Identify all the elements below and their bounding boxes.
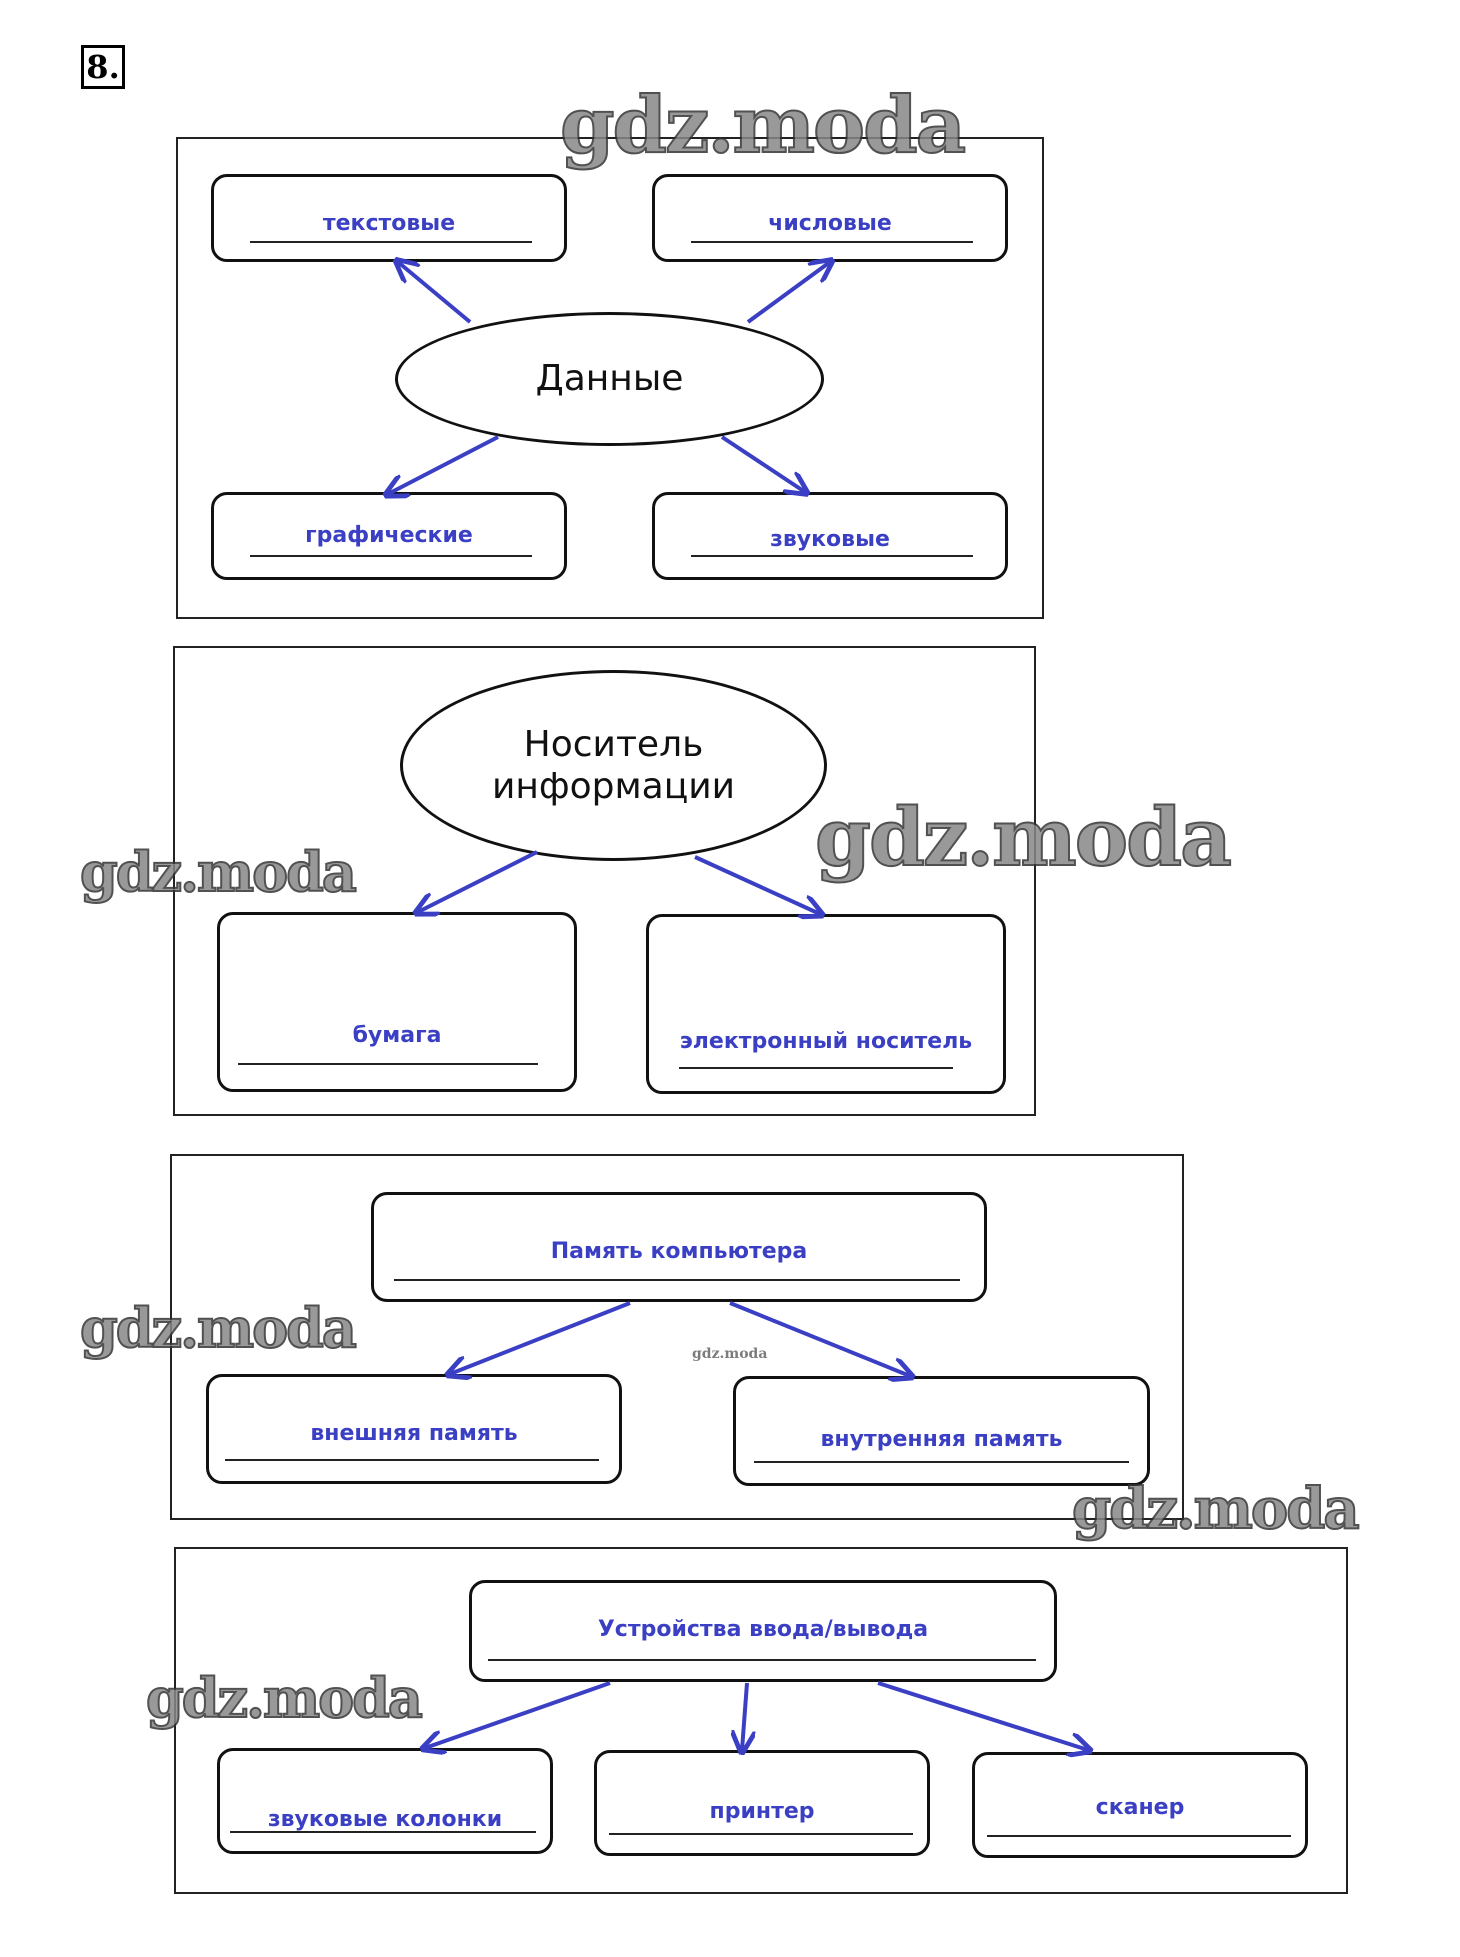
center-label: Носитель информации [491, 724, 736, 807]
answer-box-scanner[interactable]: сканер [972, 1752, 1308, 1858]
watermark: gdz.moda [692, 1346, 768, 1362]
watermark: gdz.moda [79, 1295, 358, 1361]
answer-text: сканер [1095, 1795, 1185, 1820]
exercise-number: 8. [81, 45, 125, 89]
root-text: Память компьютера [550, 1239, 808, 1264]
answer-line [679, 1067, 953, 1069]
watermark: gdz.moda [1071, 1475, 1361, 1543]
arrow-to-scanner [877, 1681, 1088, 1750]
arrow-to-speakers [425, 1681, 611, 1748]
answer-line [230, 1831, 536, 1833]
arrow-to-sound [720, 435, 805, 492]
answer-text: текстовые [322, 211, 456, 236]
answer-line [225, 1459, 599, 1461]
center-label: Данные [535, 358, 684, 400]
arrow-to-numeric [746, 262, 830, 324]
diagram-media-frame [173, 646, 1036, 1116]
answer-text: графические [305, 523, 473, 548]
answer-text: числовые [768, 211, 892, 236]
arrow-to-printer [742, 1682, 747, 1750]
answer-line [754, 1461, 1129, 1463]
answer-box-internal[interactable]: внутренняя память [733, 1376, 1150, 1486]
answer-line [691, 241, 973, 243]
root-box-memory: Память компьютера [371, 1192, 987, 1302]
answer-box-sound[interactable]: звуковые [652, 492, 1008, 580]
arrow-to-graphic [388, 435, 499, 494]
answer-text: внутренняя память [820, 1427, 1063, 1452]
answer-box-paper[interactable]: бумага [217, 912, 577, 1092]
root-text: Устройства ввода/вывода [597, 1617, 929, 1642]
arrow-to-text [398, 262, 472, 324]
diagram-data-types-frame [176, 137, 1044, 619]
answer-line [691, 555, 973, 557]
center-ellipse-data: Данные [395, 312, 824, 446]
answer-line [488, 1659, 1036, 1661]
arrow-to-paper [418, 850, 538, 912]
watermark: gdz.moda [559, 79, 967, 172]
answer-box-numeric[interactable]: числовые [652, 174, 1008, 262]
arrow-to-electronic [694, 855, 820, 914]
answer-box-printer[interactable]: принтер [594, 1750, 930, 1856]
answer-box-text[interactable]: текстовые [211, 174, 567, 262]
watermark: gdz.moda [145, 1665, 424, 1731]
answer-box-speakers[interactable]: звуковые колонки [217, 1748, 553, 1854]
center-ellipse-media: Носитель информации [400, 670, 827, 861]
answer-line [250, 555, 532, 557]
answer-box-electronic[interactable]: электронный носитель [646, 914, 1006, 1094]
answer-text: звуковые [770, 527, 890, 552]
watermark: gdz.moda [79, 839, 358, 905]
arrow-to-external [450, 1301, 631, 1374]
root-box-io: Устройства ввода/вывода [469, 1580, 1057, 1682]
diagram-memory-frame [170, 1154, 1184, 1520]
answer-text: бумага [352, 1023, 442, 1048]
answer-text: внешняя память [310, 1421, 518, 1446]
answer-line [609, 1833, 913, 1835]
answer-line [238, 1063, 538, 1065]
answer-text: звуковые колонки [267, 1807, 503, 1832]
answer-box-external[interactable]: внешняя память [206, 1374, 622, 1484]
arrow-to-internal [729, 1301, 910, 1376]
diagram-io-frame [174, 1547, 1348, 1894]
answer-box-graphic[interactable]: графические [211, 492, 567, 580]
watermark: gdz.moda [814, 789, 1233, 885]
answer-text: принтер [709, 1799, 815, 1824]
answer-line [250, 241, 532, 243]
answer-text: электронный носитель [679, 1029, 973, 1054]
answer-line [394, 1279, 960, 1281]
answer-line [987, 1835, 1291, 1837]
